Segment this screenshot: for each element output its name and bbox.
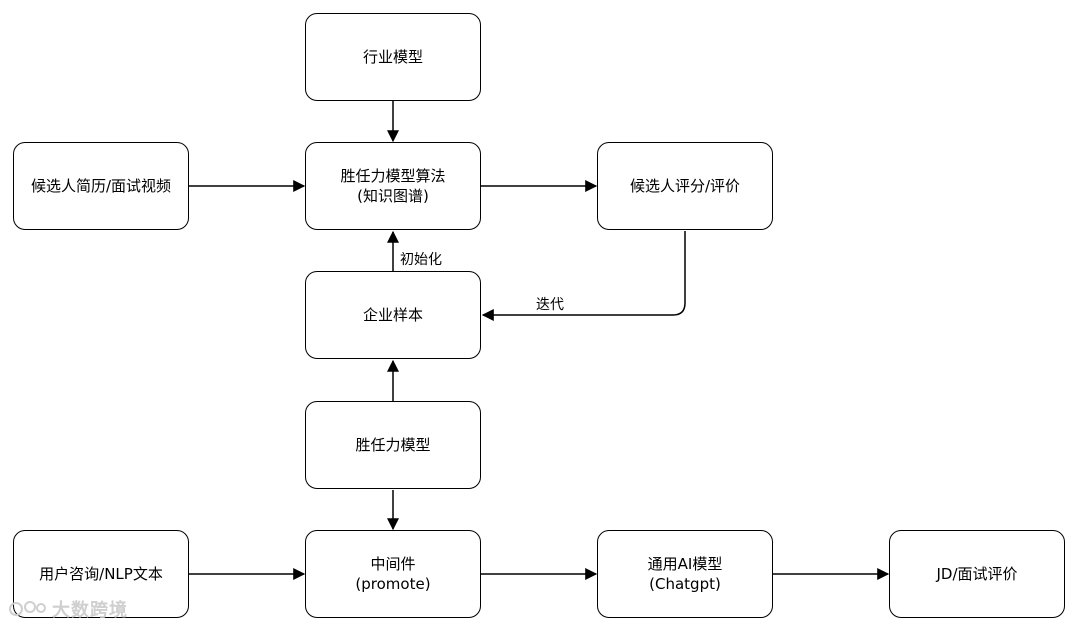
node-competency-algorithm-line2: (知识图谱) — [357, 187, 429, 205]
node-enterprise-sample: 企业样本 — [305, 271, 481, 359]
node-middleware-line1: 中间件 — [370, 555, 416, 573]
node-competency-algorithm: 胜任力模型算法 (知识图谱) — [305, 142, 481, 230]
node-general-ai-line2: (Chatgpt) — [649, 575, 721, 593]
node-competency-model: 胜任力模型 — [305, 401, 481, 489]
node-user-text-label: 用户咨询/NLP文本 — [39, 565, 163, 583]
node-jd-evaluation: JD/面试评价 — [889, 530, 1065, 618]
watermark-text: 大数跨境 — [52, 600, 128, 621]
edge-score-to-sample — [481, 231, 686, 321]
watermark: 大数跨境 — [8, 596, 128, 622]
node-industry-model: 行业模型 — [305, 13, 481, 101]
node-competency-algorithm-line1: 胜任力模型算法 — [340, 167, 446, 185]
edge-label-iterate: 迭代 — [534, 294, 566, 314]
node-industry-model-label: 行业模型 — [362, 48, 423, 66]
node-competency-model-label: 胜任力模型 — [355, 436, 431, 454]
node-candidate-score: 候选人评分/评价 — [597, 142, 773, 230]
node-jd-evaluation-label: JD/面试评价 — [936, 565, 1018, 583]
node-middleware-line2: (promote) — [355, 575, 431, 593]
node-general-ai-line1: 通用AI模型 — [647, 555, 723, 573]
watermark-logo-icon — [9, 601, 46, 616]
node-resume-video: 候选人简历/面试视频 — [13, 142, 189, 230]
node-candidate-score-label: 候选人评分/评价 — [629, 177, 741, 195]
node-enterprise-sample-label: 企业样本 — [362, 306, 423, 324]
node-resume-video-label: 候选人简历/面试视频 — [30, 177, 172, 195]
node-user-text: 用户咨询/NLP文本 — [13, 530, 189, 618]
node-middleware: 中间件 (promote) — [305, 530, 481, 618]
edge-label-initialize: 初始化 — [398, 249, 444, 269]
node-general-ai: 通用AI模型 (Chatgpt) — [597, 530, 773, 618]
